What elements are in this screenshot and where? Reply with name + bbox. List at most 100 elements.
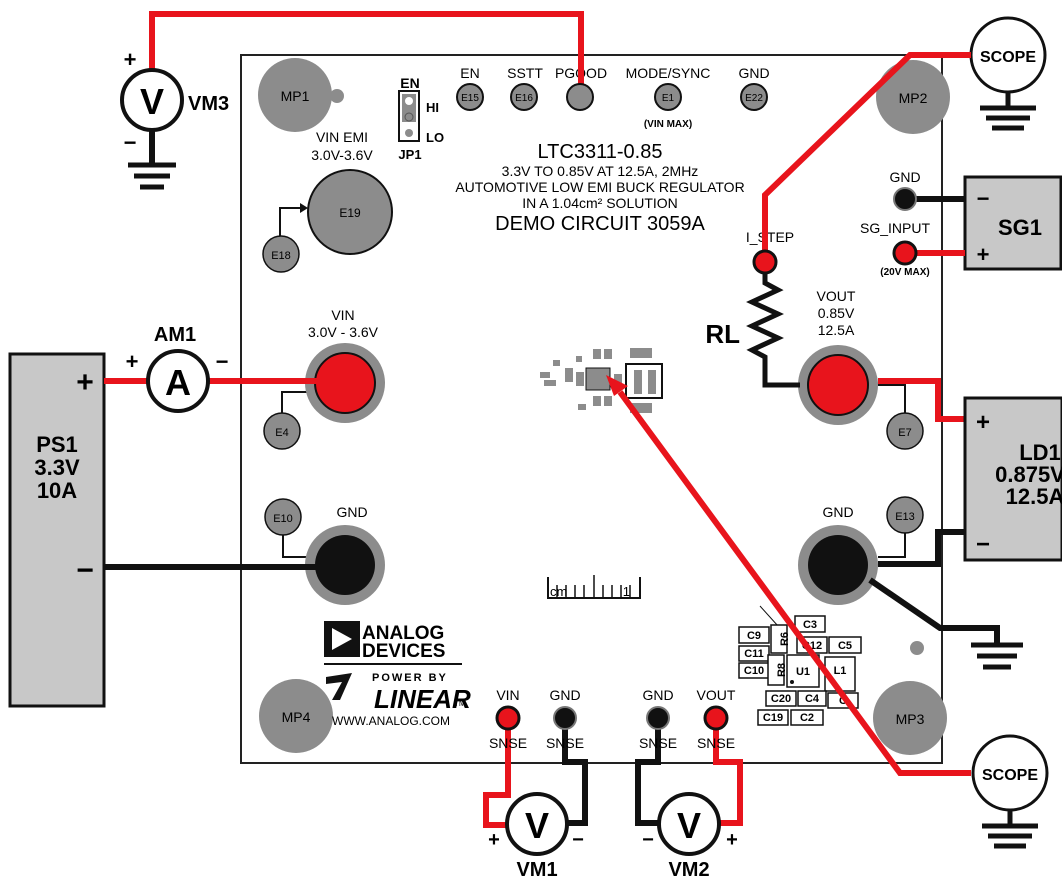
turret-e10[interactable]: E10 [264,498,306,558]
arrowhead [606,375,628,396]
svg-text:+: + [76,366,94,399]
turret-gnd-snse-1[interactable] [553,706,577,730]
svg-text:−: − [976,531,990,558]
svg-text:LINEAR: LINEAR [374,684,471,714]
board-size: IN A 1.04cm² SOLUTION [522,195,678,211]
turret-pgood[interactable] [566,83,594,111]
svg-text:SG1: SG1 [998,215,1042,240]
turret-e22[interactable]: E22 [740,83,768,111]
svg-text:3.3V: 3.3V [34,455,80,480]
board-part-number: LTC3311-0.85 [538,141,663,163]
sense-sublabel-vout: SNSE [697,735,735,751]
ground-symbol [128,162,176,190]
mounting-hole-mp3: MP3 [873,681,947,755]
turret-note-vin-max: (VIN MAX) [644,119,692,130]
turret-i-step[interactable] [752,249,778,275]
wire-vm1-plus [483,718,511,828]
svg-text:cm: cm [550,584,567,599]
svg-text:SCOPE: SCOPE [982,767,1038,784]
svg-text:+: + [124,47,137,72]
svg-text:C5: C5 [838,640,852,652]
svg-text:E16: E16 [515,93,533,104]
electronic-load-ld1: LD1 0.875V 12.5A + − [963,396,1062,562]
svg-text:A: A [165,362,191,403]
sense-label-gnd2: GND [642,687,673,703]
turret-label-en: EN [460,65,479,81]
svg-text:U1: U1 [796,666,810,678]
voltmeter-vm3: V VM3 + − [120,47,229,155]
svg-text:+: + [126,349,139,374]
svg-text:C11: C11 [744,648,764,660]
svg-text:C: C [839,695,847,707]
power-by-linear-logo: POWER BY LINEAR TM [326,672,471,714]
turret-gnd-snse-2[interactable] [646,706,670,730]
turret-e4[interactable]: E4 [263,391,310,450]
turret-vout-snse[interactable] [703,705,729,731]
vin-label: VIN [331,307,354,323]
svg-text:C3: C3 [803,619,817,631]
turret-e7[interactable]: E7 [878,384,924,450]
svg-text:−: − [572,829,584,851]
vin-emi-range: 3.0V-3.6V [311,147,373,163]
mounting-hole-mp4: MP4 [259,679,333,753]
scope-1: SCOPE [969,16,1047,131]
board-description: AUTOMOTIVE LOW EMI BUCK REGULATOR [455,179,744,195]
svg-text:E19: E19 [339,206,361,220]
svg-text:−: − [76,554,94,587]
vin-post[interactable] [305,343,385,423]
sense-label-vout: VOUT [697,687,736,703]
svg-text:C4: C4 [805,693,820,705]
turret-e15[interactable]: E15 [456,83,484,111]
turret-e18[interactable]: E18 [262,235,300,273]
svg-text:MP4: MP4 [282,709,311,725]
turret-e16[interactable]: E16 [510,83,538,111]
svg-text:R6: R6 [779,632,791,646]
turret-e1[interactable]: E1 [654,83,682,111]
svg-text:E4: E4 [275,427,288,439]
sense-label-vin: VIN [496,687,519,703]
svg-text:+: + [976,409,990,436]
wire-vm2-minus [635,718,661,826]
turret-e13[interactable]: E13 [878,496,924,558]
svg-text:E13: E13 [895,511,915,523]
arrowhead [300,203,308,213]
voltmeter-vm1: V + − VM1 [488,792,584,881]
svg-text:EN: EN [400,75,419,91]
svg-text:E10: E10 [273,513,293,525]
gnd-left-post[interactable] [305,525,385,605]
turret-sg-gnd[interactable] [893,187,917,211]
website: WWW.ANALOG.COM [332,714,450,728]
turret-sg-input[interactable] [892,240,918,266]
svg-text:MP1: MP1 [281,88,310,104]
svg-text:0.875V: 0.875V [995,462,1062,487]
turret-label-mode-sync: MODE/SYNC [626,65,711,81]
svg-text:TM: TM [454,699,466,708]
svg-text:VM3: VM3 [188,93,229,115]
power-supply-ps1: PS1 3.3V 10A + − [8,352,106,708]
vout-post[interactable] [798,345,878,425]
svg-text:E22: E22 [745,93,763,104]
sense-sublabel-gnd1: SNSE [546,735,584,751]
svg-text:V: V [525,805,549,846]
svg-text:L1: L1 [834,665,847,677]
vin-range: 3.0V - 3.6V [308,324,379,340]
jumper-jp1[interactable]: EN HI LO JP1 [398,75,444,162]
sense-label-gnd1: GND [549,687,580,703]
svg-text:VM2: VM2 [668,859,709,879]
sense-sublabel-vin: SNSE [489,735,527,751]
svg-text:SCOPE: SCOPE [980,49,1036,66]
board-spec: 3.3V TO 0.85V AT 12.5A, 2MHz [502,163,699,179]
gnd-right-post[interactable] [798,525,878,605]
analog-devices-logo: ANALOG DEVICES [324,621,462,665]
svg-text:HI: HI [426,100,439,115]
vin-emi-label: VIN EMI [316,129,368,145]
vout-voltage: 0.85V [818,305,855,321]
turret-e19[interactable]: E19 [307,169,393,255]
ic-component-cluster [540,348,663,413]
ammeter-am1: AM1 + − A [126,324,228,413]
cm-scale-ruler: cm 1 [547,575,641,599]
turret-vin-snse[interactable] [495,705,521,731]
svg-text:ANALOG: ANALOG [362,623,444,644]
svg-text:+: + [726,829,738,851]
